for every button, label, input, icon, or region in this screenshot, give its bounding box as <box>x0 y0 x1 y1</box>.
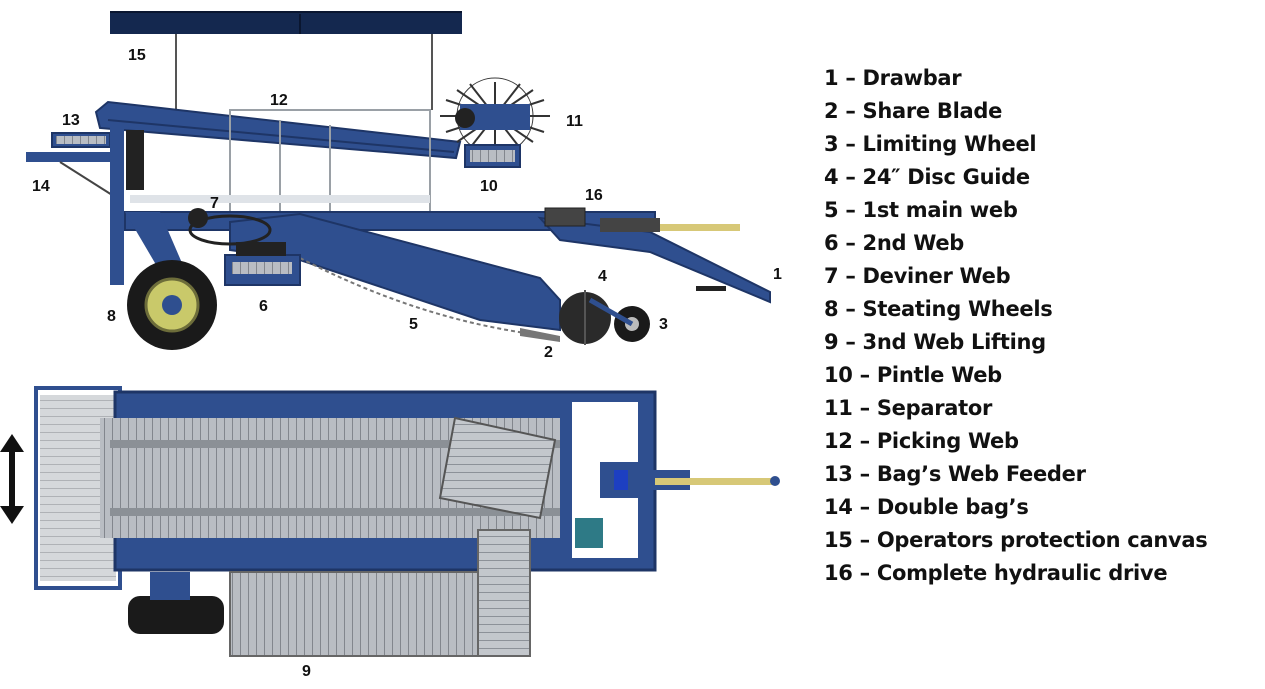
callout-14: 14 <box>32 178 50 195</box>
legend-item: 2 – Share Blade <box>824 99 1003 123</box>
deviner-web <box>188 214 272 246</box>
callout-4: 4 <box>598 268 607 285</box>
callout-5: 5 <box>409 316 418 333</box>
legend-item: 5 – 1st main web <box>824 198 1018 222</box>
legend-item: 13 – Bag’s Web Feeder <box>824 462 1086 486</box>
callout-1: 1 <box>773 266 782 283</box>
callout-6: 6 <box>259 298 268 315</box>
third-web-lifting <box>229 571 481 657</box>
top-separator <box>438 416 557 520</box>
parts-legend: 1 – Drawbar 2 – Share Blade 3 – Limiting… <box>824 62 1208 590</box>
callout-12: 12 <box>270 92 288 109</box>
callout-9: 9 <box>302 663 311 680</box>
legend-item: 8 – Steating Wheels <box>824 297 1053 321</box>
legend-item: 1 – Drawbar <box>824 66 962 90</box>
callout-8: 8 <box>107 308 116 325</box>
callout-3: 3 <box>659 316 668 333</box>
legend-item: 4 – 24″ Disc Guide <box>824 165 1030 189</box>
callout-16: 16 <box>585 187 603 204</box>
legend-item: 3 – Limiting Wheel <box>824 132 1037 156</box>
legend-item: 10 – Pintle Web <box>824 363 1002 387</box>
legend-item: 15 – Operators protection canvas <box>824 528 1208 552</box>
hydraulic-drive <box>544 207 586 227</box>
legend-item: 6 – 2nd Web <box>824 231 965 255</box>
double-arrow-vertical-icon <box>0 434 24 524</box>
share-blade <box>520 328 560 342</box>
callout-13: 13 <box>62 112 80 129</box>
legend-item: 7 – Deviner Web <box>824 264 1011 288</box>
double-bag <box>26 152 116 162</box>
callout-7: 7 <box>210 195 219 212</box>
legend-item: 16 – Complete hydraulic drive <box>824 561 1168 585</box>
callout-2: 2 <box>544 344 553 361</box>
steering-wheel <box>127 260 217 350</box>
legend-item: 12 – Picking Web <box>824 429 1019 453</box>
callout-11: 11 <box>566 113 583 130</box>
legend-item: 9 – 3nd Web Lifting <box>824 330 1046 354</box>
side-view <box>26 11 771 350</box>
legend-item: 14 – Double bag’s <box>824 495 1029 519</box>
callout-10: 10 <box>480 178 498 195</box>
separator <box>440 77 550 155</box>
operators-canvas <box>110 12 462 34</box>
legend-item: 11 – Separator <box>824 396 993 420</box>
top-view <box>34 386 780 657</box>
callout-15: 15 <box>128 47 146 64</box>
